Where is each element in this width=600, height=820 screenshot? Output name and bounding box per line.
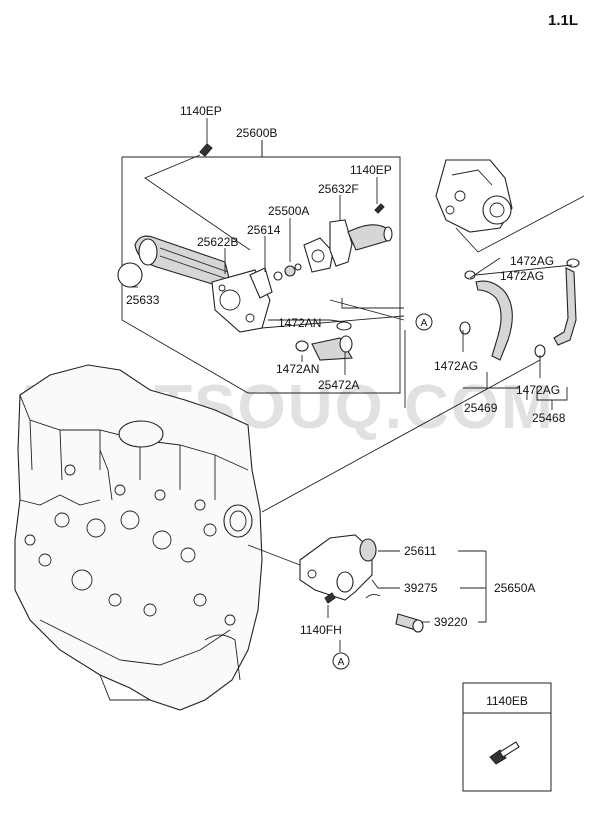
throttle-body xyxy=(435,159,513,233)
callout-1472ag-mid: 1472AG xyxy=(434,359,478,373)
callout-1472ag-r2: 1472AG xyxy=(500,269,544,283)
callout-25632f: 25632F xyxy=(318,182,359,196)
engine-block xyxy=(14,364,263,711)
ref-marker-a-upper-label: A xyxy=(421,318,428,329)
callout-39220: 39220 xyxy=(434,615,468,629)
callout-25650a: 25650A xyxy=(494,581,535,595)
callout-1140ep-right: 1140EP xyxy=(350,163,392,177)
callout-25622b: 25622B xyxy=(197,235,238,249)
leader-lines xyxy=(130,118,573,652)
ref-marker-a-lower-label: A xyxy=(338,657,345,668)
hose-25469 xyxy=(459,270,513,361)
callout-1472ag-right: 1472AG xyxy=(516,383,560,397)
callout-25468: 25468 xyxy=(532,411,566,425)
gasket-25633 xyxy=(117,262,143,288)
bolt-1140ep-top xyxy=(199,143,213,157)
egr-cooler xyxy=(134,203,393,333)
callout-25600b: 25600B xyxy=(236,126,277,140)
thermostat-housing xyxy=(299,534,424,633)
inset-box-label: 1140EB xyxy=(486,694,528,708)
callout-1472an-bottom: 1472AN xyxy=(276,362,319,376)
inset-box-1140eb xyxy=(462,682,552,792)
throttle-leader xyxy=(455,195,585,253)
callout-1140ep-top: 1140EP xyxy=(180,104,222,118)
callout-39275: 39275 xyxy=(404,581,438,595)
callout-1140fh: 1140FH xyxy=(300,623,342,637)
callout-25500a: 25500A xyxy=(268,204,309,218)
callout-25611: 25611 xyxy=(404,544,437,558)
ref-marker-a-upper xyxy=(415,313,433,331)
callout-1472an-top: 1472AN xyxy=(278,316,321,330)
callout-25614: 25614 xyxy=(247,223,281,237)
variant-label: 1.1L xyxy=(548,12,578,29)
ref-marker-a-lower xyxy=(332,652,350,670)
callout-25472a: 25472A xyxy=(318,378,359,392)
hose-25472a xyxy=(295,321,353,361)
callout-1472ag-r1: 1472AG xyxy=(510,254,554,268)
callout-25633: 25633 xyxy=(126,293,160,307)
callout-25469: 25469 xyxy=(464,401,498,415)
